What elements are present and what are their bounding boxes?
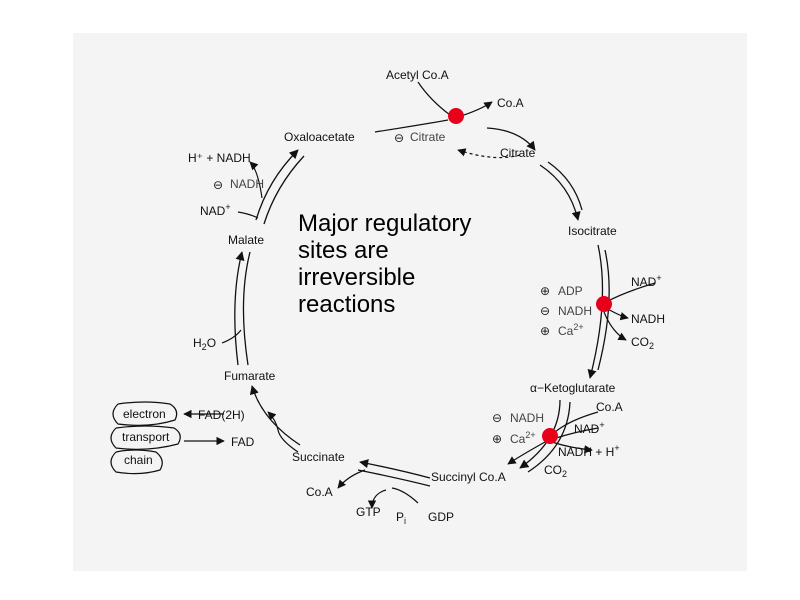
activator-sign-adp: ⊕ (540, 284, 550, 298)
regulatory-site-citrate-synthase (448, 108, 464, 124)
arrow-citrate-feedback (457, 148, 521, 159)
label-co2-idh: CO2 (631, 335, 654, 351)
label-nadh-h-akg: NADH + H+ (558, 443, 620, 459)
label-regulator-nadh-akg: NADH (510, 411, 544, 425)
label-coa-akg: Co.A (596, 400, 623, 414)
label-nad-plus-mdh: NAD+ (200, 202, 231, 218)
arrow-co2-out-akg (507, 441, 546, 465)
cycle-arc-fumarate-malate (234, 251, 245, 366)
regulatory-site-akg-dehydrogenase (542, 428, 558, 444)
caption-line-4: reactions (298, 291, 396, 318)
label-gtp: GTP (356, 505, 381, 519)
arrow-gdp-in (391, 487, 419, 504)
arrow-gtp-out (367, 489, 387, 509)
label-regulator-ca-idh: Ca2+ (558, 322, 584, 338)
label-regulator-nadh-mdh: NADH (230, 177, 264, 191)
label-pi: Pi (396, 510, 406, 526)
label-chain: chain (124, 453, 153, 467)
cycle-arc-right-outer (486, 127, 536, 151)
label-succinate: Succinate (292, 450, 345, 464)
caption-line-3: irreversible (298, 264, 416, 291)
arrow-water-in (221, 329, 242, 344)
regulatory-site-isocitrate-dehydrogenase (596, 296, 612, 312)
label-fad: FAD (231, 435, 255, 449)
label-h2o: H2O (193, 336, 216, 352)
label-gdp: GDP (428, 510, 454, 524)
label-isocitrate: Isocitrate (568, 224, 617, 238)
caption-line-2: sites are (298, 237, 389, 264)
label-fumarate: Fumarate (224, 369, 276, 383)
label-acetyl-coa: Acetyl Co.A (386, 68, 449, 82)
inhibitor-sign-nadh-idh: ⊖ (540, 304, 550, 318)
label-transport: transport (122, 430, 170, 444)
label-citrate-inhibitor: Citrate (410, 130, 446, 144)
arrow-nad-in-akg (555, 427, 599, 439)
label-coa-bottom: Co.A (306, 485, 333, 499)
arrow-co2-out-idh (603, 311, 627, 341)
label-nad-plus-akg: NAD+ (574, 420, 605, 436)
label-fad2h: FAD(2H) (198, 408, 245, 422)
arrow-h-nadh-out (249, 161, 263, 199)
cycle-arc-citrate-isocitrate (539, 164, 581, 221)
label-regulator-adp: ADP (558, 284, 583, 298)
label-regulator-nadh-idh: NADH (558, 304, 592, 318)
arrow-fad-cycle (267, 411, 299, 453)
activator-sign-ca-akg: ⊕ (492, 432, 502, 446)
arrow-oxaloacetate-in (374, 119, 449, 133)
cycle-arc-succinate-fumarate (249, 385, 301, 446)
inhibitor-sign-nadh-mdh: ⊖ (213, 178, 223, 192)
label-co2-akg: CO2 (544, 463, 567, 479)
inhibitor-sign-nadh-akg: ⊖ (492, 411, 502, 425)
arrow-coa-in-akg (554, 411, 599, 433)
caption-line-1: Major regulatory (298, 210, 472, 237)
label-oxaloacetate: Oxaloacetate (284, 130, 355, 144)
label-citrate: Citrate (500, 146, 536, 160)
electron-transport-loops (110, 401, 181, 475)
label-coa-top: Co.A (497, 96, 524, 110)
arrow-nad-in-mdh (237, 211, 259, 219)
label-succinyl-coa: Succinyl Co.A (431, 470, 506, 484)
label-electron: electron (123, 407, 166, 421)
label-nad-plus-idh: NAD+ (631, 273, 662, 289)
label-regulator-ca-akg: Ca2+ (510, 430, 536, 446)
cycle-arc-malate-oxaloacetate (255, 149, 299, 221)
cycle-arc-succinylcoa-succinate (359, 459, 431, 479)
label-nadh-idh: NADH (631, 312, 665, 326)
arrow-coa-out-bottom (337, 469, 366, 489)
label-malate: Malate (228, 233, 264, 247)
arrow-nadh-out-akg (551, 441, 593, 454)
label-h-plus-nadh: H⁺ + NADH (188, 151, 251, 165)
inhibitor-sign-citrate: ⊖ (394, 131, 404, 145)
arrow-acetylcoa-in (417, 81, 451, 116)
activator-sign-ca-idh: ⊕ (540, 324, 550, 338)
label-alpha-ketoglutarate: α−Ketoglutarate (530, 381, 616, 395)
regulatory-sites-caption: Major regulatory sites are irreversible … (298, 210, 528, 318)
